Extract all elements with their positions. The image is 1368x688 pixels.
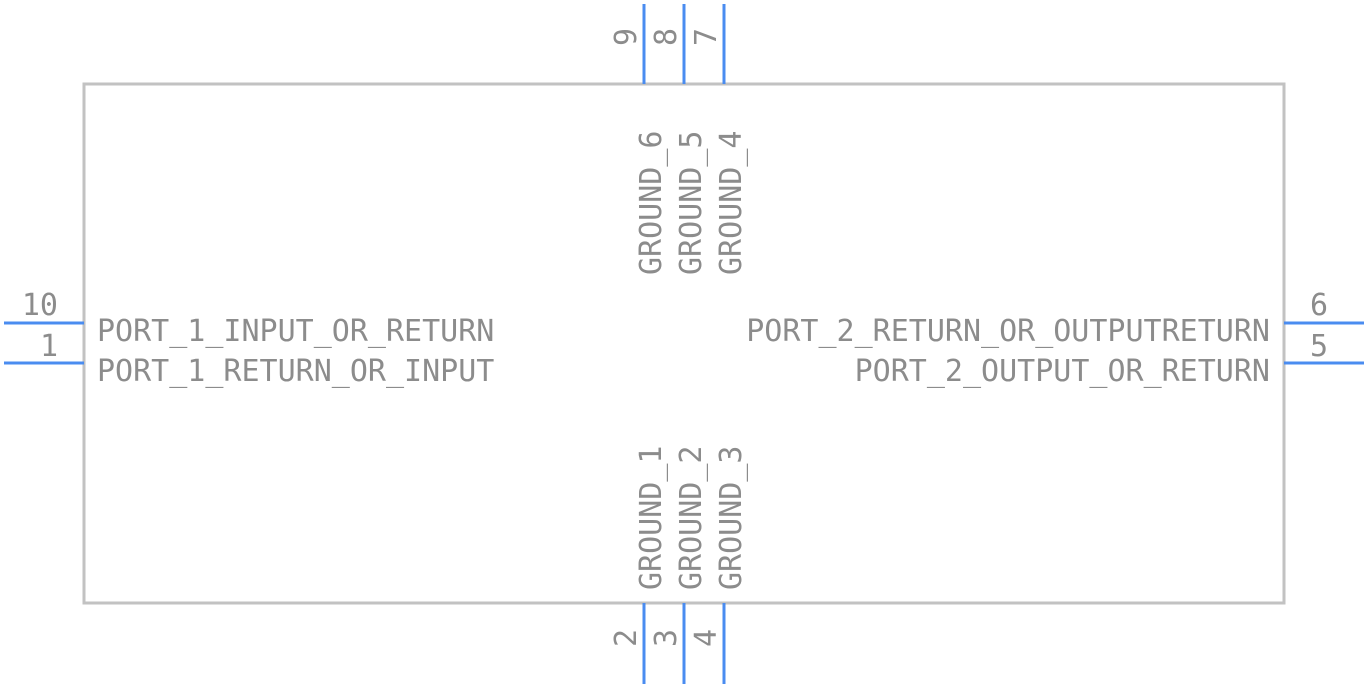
pin-number-1: 1 — [40, 329, 58, 364]
pin-name-2: GROUND_1 — [634, 446, 669, 591]
pin-name-4: GROUND_3 — [714, 446, 749, 591]
pin-name-3: GROUND_2 — [674, 446, 709, 591]
pin-name-5: PORT_2_OUTPUT_OR_RETURN — [855, 354, 1270, 389]
pin-number-6: 6 — [1310, 288, 1328, 323]
pin-name-8: GROUND_5 — [674, 131, 709, 276]
pin-number-10: 10 — [22, 288, 58, 323]
pin-name-10: PORT_1_INPUT_OR_RETURN — [97, 314, 494, 349]
pin-name-7: GROUND_4 — [714, 131, 749, 276]
pin-number-5: 5 — [1310, 329, 1328, 364]
pin-name-1: PORT_1_RETURN_OR_INPUT — [97, 354, 494, 389]
pin-name-6: PORT_2_RETURN_OR_OUTPUTRETURN — [746, 314, 1270, 349]
pin-number-7: 7 — [689, 28, 724, 46]
pin-number-3: 3 — [649, 629, 684, 647]
pin-number-4: 4 — [689, 629, 724, 647]
pin-number-9: 9 — [609, 28, 644, 46]
pin-number-2: 2 — [609, 629, 644, 647]
pin-name-9: GROUND_6 — [634, 131, 669, 276]
pin-number-8: 8 — [649, 28, 684, 46]
